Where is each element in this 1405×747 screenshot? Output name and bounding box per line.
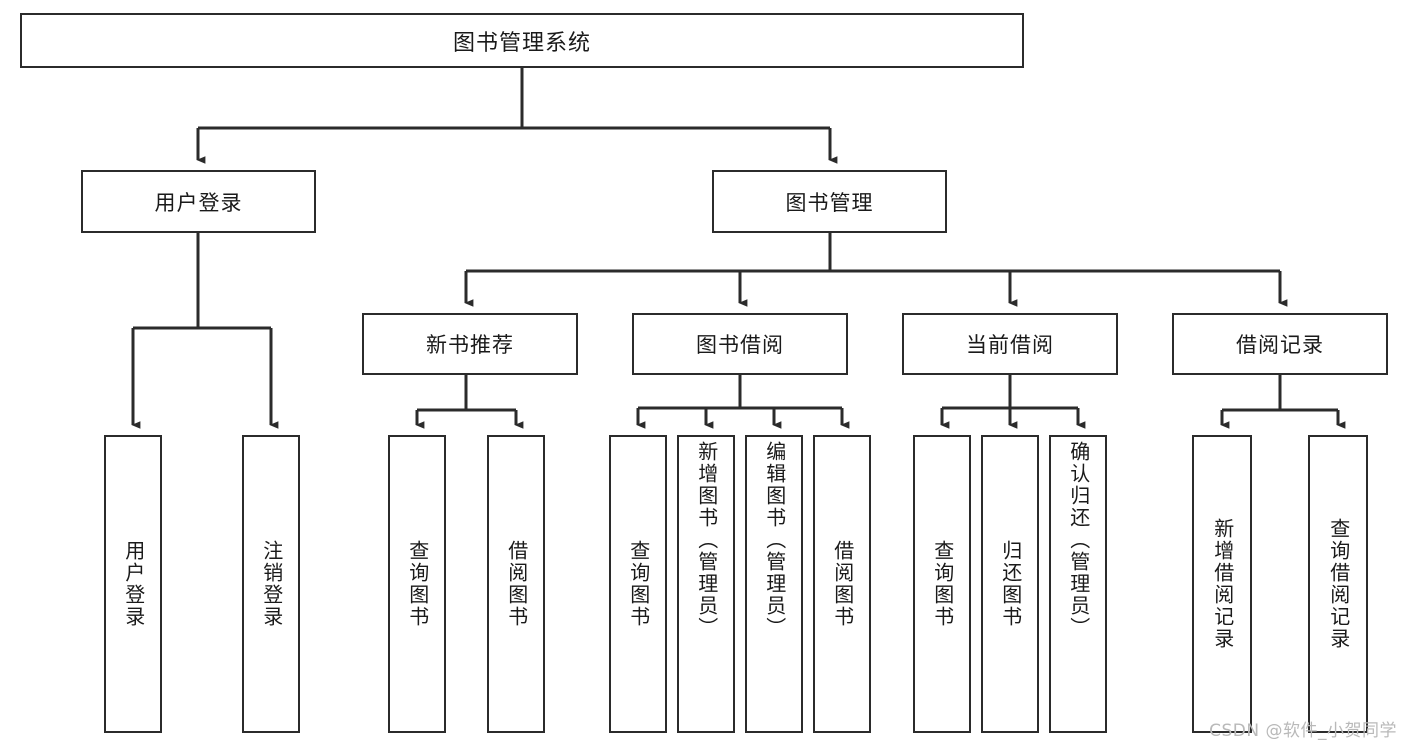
leaf-return-book-label: 归还图书 [998,540,1023,628]
node-book-management-label: 图书管理 [785,190,874,215]
leaf-edit-book[interactable]: 编辑图书（管理员） [745,435,803,733]
leaf-query-book-2-label: 查询图书 [626,540,651,628]
node-new-book-recommend[interactable]: 新书推荐 [362,313,578,375]
leaf-confirm-return-label: 确认归还（管理员） [1066,441,1091,639]
leaf-query-record-label: 查询借阅记录 [1326,518,1351,650]
node-current-borrow-label: 当前借阅 [966,333,1054,357]
leaf-add-book-label: 新增图书（管理员） [694,441,719,639]
leaf-user-login-label: 用户登录 [121,540,146,628]
leaf-add-record-label: 新增借阅记录 [1210,518,1235,650]
leaf-borrow-book-1-label: 借阅图书 [504,540,529,628]
csdn-watermark: CSDN @软件_小贺同学 [1209,721,1397,741]
leaf-logout-login[interactable]: 注销登录 [242,435,300,733]
node-root-system[interactable]: 图书管理系统 [20,13,1024,68]
leaf-borrow-book-1[interactable]: 借阅图书 [487,435,545,733]
leaf-confirm-return[interactable]: 确认归还（管理员） [1049,435,1107,733]
node-borrow-record[interactable]: 借阅记录 [1172,313,1388,375]
leaf-user-login[interactable]: 用户登录 [104,435,162,733]
leaf-return-book[interactable]: 归还图书 [981,435,1039,733]
leaf-query-book-1[interactable]: 查询图书 [388,435,446,733]
node-new-book-recommend-label: 新书推荐 [426,333,514,357]
node-user-login[interactable]: 用户登录 [81,170,316,233]
leaf-query-book-1-label: 查询图书 [405,540,430,628]
leaf-query-book-3[interactable]: 查询图书 [913,435,971,733]
node-book-borrow[interactable]: 图书借阅 [632,313,848,375]
node-current-borrow[interactable]: 当前借阅 [902,313,1118,375]
leaf-edit-book-label: 编辑图书（管理员） [762,441,787,639]
leaf-query-book-3-label: 查询图书 [930,540,955,628]
leaf-query-record[interactable]: 查询借阅记录 [1308,435,1368,733]
leaf-borrow-book-2-label: 借阅图书 [830,540,855,628]
leaf-add-record[interactable]: 新增借阅记录 [1192,435,1252,733]
node-root-label: 图书管理系统 [452,30,591,56]
leaf-query-book-2[interactable]: 查询图书 [609,435,667,733]
leaf-add-book[interactable]: 新增图书（管理员） [677,435,735,733]
node-user-login-label: 用户登录 [154,190,243,215]
node-book-borrow-label: 图书借阅 [696,333,784,357]
node-book-management[interactable]: 图书管理 [712,170,947,233]
node-borrow-record-label: 借阅记录 [1236,333,1324,357]
leaf-borrow-book-2[interactable]: 借阅图书 [813,435,871,733]
leaf-logout-login-label: 注销登录 [259,540,284,628]
